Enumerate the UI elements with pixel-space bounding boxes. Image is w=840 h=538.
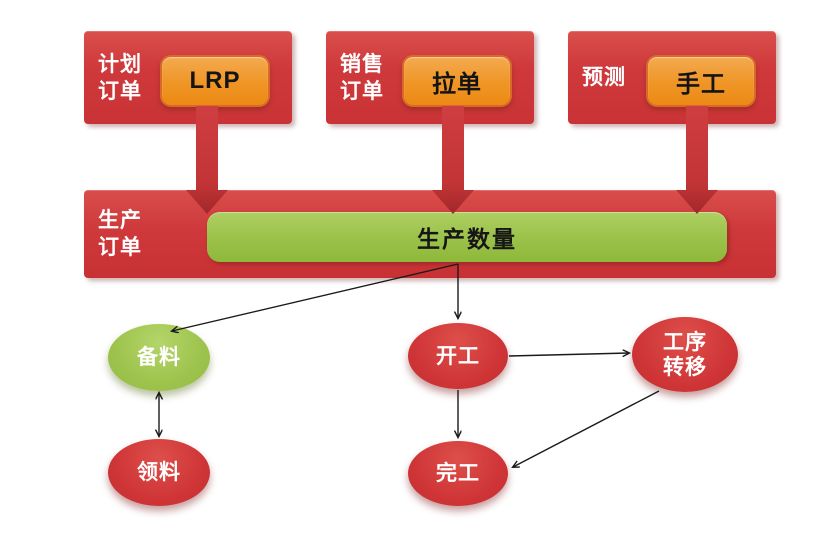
start-work-label: 开工 — [436, 344, 480, 368]
forecast-label: 预测 — [568, 64, 626, 91]
forecast-label-line1: 预测 — [582, 66, 626, 89]
edge-start-to-transfer — [508, 353, 629, 356]
production-order-label-line2: 订单 — [98, 236, 142, 259]
pick-material-label: 领料 — [137, 461, 181, 484]
prepare-material-node: 备料 — [108, 324, 210, 391]
sales-order-label-line1: 销售 — [340, 52, 384, 76]
sales-order-label: 销售 订单 — [326, 51, 384, 105]
planned-order-label-line2: 订单 — [98, 79, 142, 103]
process-transfer-label-line1: 工序 — [663, 330, 707, 354]
manual-button: 手工 — [646, 55, 756, 107]
sales-order-box: 销售 订单 拉单 — [326, 31, 534, 124]
start-work-node: 开工 — [408, 323, 508, 389]
production-order-label: 生产 订单 — [84, 207, 142, 261]
planned-order-box: 计划 订单 LRP — [84, 31, 292, 124]
sales-order-label-line2: 订单 — [340, 79, 384, 103]
prepare-material-label: 备料 — [137, 346, 181, 369]
production-order-band: 生产 订单 生产数量 — [84, 190, 776, 278]
planned-order-label-line1: 计划 — [98, 52, 142, 76]
edge-transfer-to-finish — [513, 390, 660, 467]
pick-material-node: 领料 — [108, 439, 210, 506]
production-quantity-bar: 生产数量 — [207, 212, 727, 262]
forecast-box: 预测 手工 — [568, 31, 776, 124]
process-transfer-label-line2: 转移 — [663, 355, 707, 379]
pull-order-button: 拉单 — [402, 55, 512, 107]
finish-work-label: 完工 — [436, 462, 480, 485]
planned-order-label: 计划 订单 — [84, 51, 142, 105]
finish-work-node: 完工 — [408, 441, 508, 506]
lrp-button: LRP — [160, 55, 270, 107]
process-transfer-node: 工序 转移 — [632, 317, 738, 392]
production-order-label-line1: 生产 — [98, 209, 142, 232]
